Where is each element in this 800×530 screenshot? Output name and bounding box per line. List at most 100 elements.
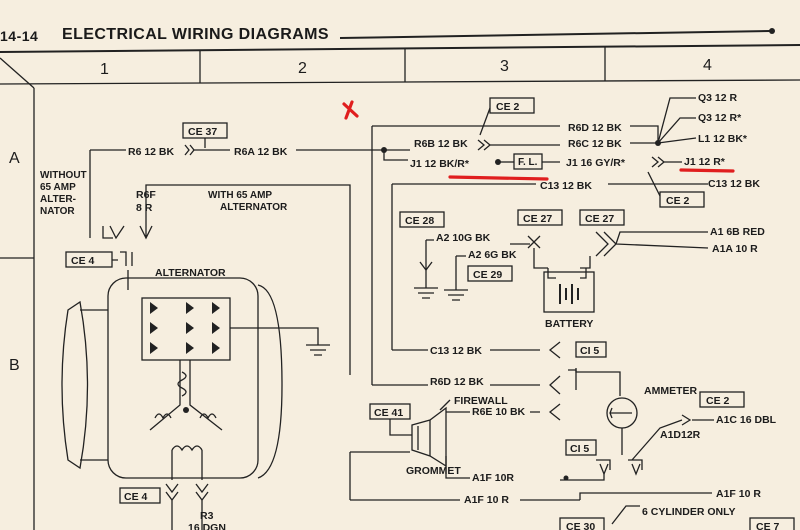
battery-pos-cable <box>580 256 591 269</box>
connector-ce28 <box>399 211 445 228</box>
wire-r6f-color: 8 R <box>136 202 153 214</box>
wire-a1c: A1C 16 DBL <box>716 414 777 426</box>
alternator-pulley <box>61 300 89 470</box>
connector-ce4-bottom-label: CE 4 <box>124 491 148 503</box>
wire-r6d-mid: R6D 12 BK <box>430 376 484 388</box>
zone-grid: 1 2 3 4 A B <box>0 44 800 530</box>
grid-col-3: 3 <box>500 58 509 75</box>
grid-col-1: 1 <box>100 61 109 78</box>
connector-ce4-bottom <box>119 487 161 504</box>
connector-ce27-left-label: CE 27 <box>523 213 552 225</box>
fusible-link-label: F. L. <box>518 157 538 168</box>
wire-l1: L1 12 BK* <box>698 133 748 145</box>
six-cyl-leader <box>611 505 640 525</box>
wire-r6d-to-splice <box>630 125 659 142</box>
battery-cells <box>559 284 579 304</box>
connector-ci5-terminals <box>596 459 643 476</box>
wire-a1c-segment <box>681 414 714 426</box>
note-with-65a-1: WITH 65 AMP <box>208 190 272 201</box>
wire-l1-branch <box>657 137 697 144</box>
wire-a1-runs <box>615 231 709 249</box>
note-without-65a-1: WITHOUT <box>40 170 87 181</box>
stator-coil-top <box>177 371 187 397</box>
wire-q3-branch-2 <box>657 117 696 144</box>
grommet-body <box>411 406 447 468</box>
ammeter-to-a1f <box>560 474 605 481</box>
wire-a1: A1 6B RED <box>710 226 765 238</box>
connector-ci5-bottom-label: CI 5 <box>570 443 589 455</box>
wire-a2-10g: A2 10G BK <box>436 232 491 244</box>
alternator-shaft <box>80 309 108 461</box>
connector-ce-bottom-right <box>749 517 795 530</box>
battery-case <box>543 271 595 313</box>
alternator-ground-symbol <box>306 344 330 356</box>
battery-label: BATTERY <box>545 318 593 330</box>
connector-ce4-bottom-terminals <box>165 483 209 502</box>
wire-r6f-run <box>139 184 351 375</box>
alternator-feed-circuit: CE 37 R6 12 BK R6A 12 BK WITHOUT 65 AMP … <box>40 122 410 375</box>
field-leads-down <box>171 500 203 530</box>
wire-q3-branch-1 <box>657 97 696 144</box>
page-header: 14-14 ELECTRICAL WIRING DIAGRAMS <box>0 26 329 46</box>
grid-row-a: A <box>9 150 20 167</box>
battery-neg-cable <box>510 243 548 269</box>
ce2-top-leader <box>479 107 491 136</box>
page-title: ELECTRICAL WIRING DIAGRAMS <box>62 26 329 43</box>
grommet-ribs <box>417 420 431 456</box>
wire-r6e: R6E 10 BK <box>472 406 526 418</box>
firewall-leader <box>439 399 451 411</box>
alternator-label: ALTERNATOR <box>155 267 226 279</box>
firewall-label: FIREWALL <box>454 395 508 407</box>
connector-ci5-bottom <box>565 439 597 456</box>
stator-neutral <box>183 407 189 413</box>
connector-ce27-left <box>517 209 563 226</box>
wire-q3-1: Q3 12 R <box>698 92 738 104</box>
connector-ce-bottom-right-label: CE 7 <box>756 521 780 530</box>
wire-a1f-2: A1F 10 R <box>464 494 509 506</box>
grid-col-4: 4 <box>703 57 712 74</box>
wire-r3-color: 16 DGN <box>188 522 226 530</box>
ammeter-label: AMMETER <box>644 385 697 397</box>
wire-a1f-inner <box>349 451 470 500</box>
ammeter-needle <box>609 407 632 419</box>
wire-a1f-3: A1F 10 R <box>716 488 761 500</box>
alternator-assembly: ALTERNATOR <box>61 267 330 480</box>
ground-symbol-a2-1 <box>414 287 438 299</box>
stator-coil-sides <box>154 413 217 420</box>
wire-a1f-1: A1F 10R <box>472 472 514 484</box>
ce41-leader <box>389 419 412 436</box>
stator-windings-leads <box>149 360 223 431</box>
connector-ce30 <box>559 517 605 530</box>
battery-posts <box>547 268 587 279</box>
wire-c13-right: C13 12 BK <box>708 178 760 190</box>
wire-a1f-right-segment <box>579 492 712 500</box>
field-coil <box>171 445 203 452</box>
red-underline-j1-left <box>448 175 549 181</box>
field-coil-leads <box>171 450 203 480</box>
alternator-ground-lead <box>230 327 319 345</box>
battery-circuit: CE 28 A2 10G BK A2 6G BK CE 29 CE 27 CE … <box>399 209 765 330</box>
connector-ci5-top-label: CI 5 <box>580 345 599 357</box>
header-rule <box>339 30 771 39</box>
connector-ce4-top-label: CE 4 <box>71 255 95 267</box>
wire-r6a: R6A 12 BK <box>234 146 288 158</box>
connector-ce27-right-terminal <box>595 231 617 257</box>
connector-ce2-ammeter-label: CE 2 <box>706 395 730 407</box>
alternator-housing <box>107 277 259 479</box>
connector-ce2-r6b <box>477 139 492 151</box>
connector-r6d-terminal <box>549 375 561 395</box>
ammeter-top-lead <box>575 368 621 396</box>
connector-ce37-terminal <box>184 144 195 156</box>
page-number: 14-14 <box>0 28 39 44</box>
note-without-65a-3: ALTER- <box>40 194 76 205</box>
wire-j1-left: J1 12 BK/R* <box>410 158 470 170</box>
wire-r6d-top: R6D 12 BK <box>568 122 622 134</box>
ignition-feed-circuit: CE 2 R6D 12 BK R6B 12 BK R6C 12 BK J1 12… <box>371 92 760 385</box>
connector-ce37-label: CE 37 <box>188 126 217 138</box>
grid-corner-diagonal <box>0 57 35 89</box>
connector-ce2-ammeter <box>699 391 745 408</box>
wire-r6b: R6B 12 BK <box>414 138 468 150</box>
connector-ce4-pins <box>112 251 133 266</box>
